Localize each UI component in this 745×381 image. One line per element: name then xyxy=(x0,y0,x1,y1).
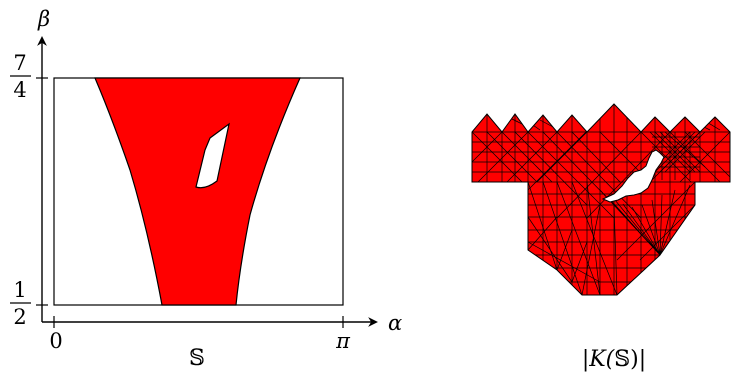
region-hole xyxy=(195,122,230,189)
complex-hole xyxy=(601,149,665,203)
red-region xyxy=(94,77,301,306)
simplicial-complex: |K(𝕊)| xyxy=(471,103,731,372)
right-caption-prefix: |K( xyxy=(582,347,615,372)
x-tick-label-zero: 0 xyxy=(49,329,62,353)
parameter-space-plot: β α 7 4 1 2 0 π 𝕊 xyxy=(10,7,402,371)
alpha-axis-label: α xyxy=(388,311,402,335)
beta-axis-label: β xyxy=(37,7,50,31)
y-tick-label-bottom-numerator: 1 xyxy=(13,278,26,302)
left-caption: 𝕊 xyxy=(189,346,205,371)
x-tick-label-pi: π xyxy=(335,329,351,353)
y-tick-label-bottom-denominator: 2 xyxy=(13,305,26,329)
y-tick-label-top-numerator: 7 xyxy=(13,51,26,75)
right-caption-suffix: )| xyxy=(630,347,646,372)
right-caption: |K(𝕊)| xyxy=(582,347,646,372)
right-caption-symbol: 𝕊 xyxy=(614,347,630,372)
y-tick-label-top-denominator: 4 xyxy=(13,78,26,102)
